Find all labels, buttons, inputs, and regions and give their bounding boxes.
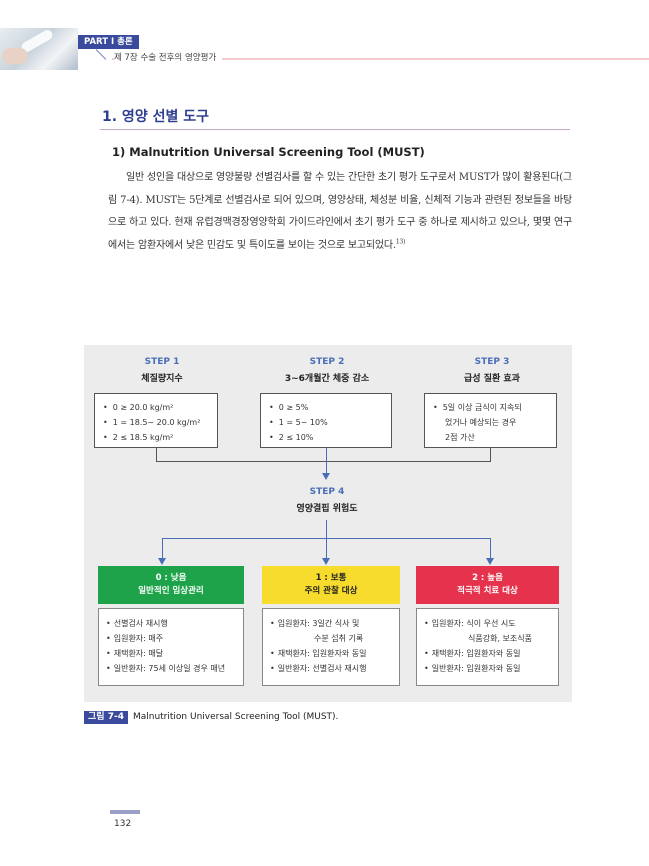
risk-low-item: 선별검사 재시행 bbox=[106, 616, 243, 631]
connector-line bbox=[156, 461, 491, 462]
step2-name: 3~6개월간 체중 감소 bbox=[284, 374, 370, 384]
risk-medium-header: 1 : 보통 주의 관찰 대상 bbox=[262, 566, 400, 604]
risk-high-header: 2 : 높음 적극적 치료 대상 bbox=[416, 566, 559, 604]
caption-text: Malnutrition Universal Screening Tool (M… bbox=[132, 712, 339, 722]
risk-low-score: 0 : 낮음 bbox=[155, 573, 187, 583]
step3-item: 2점 가산 bbox=[445, 433, 475, 442]
step3-item: 5일 이상 금식이 지속되 bbox=[433, 400, 556, 415]
chapter-title: 제 7장 수술 전후의 영양평가 bbox=[114, 52, 223, 64]
step2-header: STEP 2 3~6개월간 체중 감소 bbox=[272, 357, 382, 384]
connector-line bbox=[162, 538, 163, 560]
risk-medium-box: 입원환자: 3일간 식사 및 수분 섭취 기록 재택환자: 입원환자와 동일 일… bbox=[262, 608, 400, 686]
caption-tag: 그림 7-4 bbox=[84, 711, 128, 724]
risk-low-item: 재택환자: 매달 bbox=[106, 646, 243, 661]
step1-box: 0 ≥ 20.0 kg/m² 1 = 18.5~ 20.0 kg/m² 2 ≤ … bbox=[94, 393, 218, 448]
risk-medium-item: 재택환자: 입원환자와 동일 bbox=[270, 646, 399, 661]
arrow-down-icon bbox=[322, 558, 330, 565]
step2-item: 1 = 5~ 10% bbox=[269, 415, 391, 430]
header-photo bbox=[0, 28, 78, 70]
risk-high-name: 적극적 치료 대상 bbox=[457, 586, 518, 596]
body-paragraph: 일반 성인을 대상으로 영양불량 선별검사를 할 수 있는 간단한 초기 평가 … bbox=[108, 167, 572, 257]
connector-line bbox=[490, 538, 491, 560]
arrow-down-icon bbox=[322, 473, 330, 480]
step1-label: STEP 1 bbox=[144, 357, 180, 367]
subsection-title: 1) Malnutrition Universal Screening Tool… bbox=[112, 145, 425, 159]
step2-item: 0 ≥ 5% bbox=[269, 400, 391, 415]
risk-low-header: 0 : 낮음 일반적인 임상관리 bbox=[98, 566, 244, 604]
step1-header: STEP 1 체질량지수 bbox=[112, 357, 212, 384]
reference-mark: 13) bbox=[395, 238, 406, 246]
risk-low-item: 일반환자: 75세 이상일 경우 매년 bbox=[106, 661, 243, 676]
risk-high-box: 입원환자: 식이 우선 시도 식품강화, 보조식품 재택환자: 입원환자와 동일… bbox=[416, 608, 559, 686]
step2-box: 0 ≥ 5% 1 = 5~ 10% 2 ≤ 10% bbox=[260, 393, 392, 448]
step1-item: 0 ≥ 20.0 kg/m² bbox=[103, 400, 217, 415]
connector-line bbox=[156, 448, 157, 462]
figure-caption: 그림 7-4 Malnutrition Universal Screening T… bbox=[84, 711, 338, 724]
risk-low-box: 선별검사 재시행 입원환자: 매주 재택환자: 매달 일반환자: 75세 이상일… bbox=[98, 608, 244, 686]
section-title: 1. 영양 선별 도구 bbox=[102, 109, 209, 125]
step4-label: STEP 4 bbox=[309, 487, 345, 497]
connector-line bbox=[326, 448, 327, 474]
risk-high-item: 입원환자: 식이 우선 시도 bbox=[424, 616, 558, 631]
hand-image bbox=[2, 48, 28, 64]
section-rule bbox=[100, 129, 570, 130]
step3-header: STEP 3 급성 질환 효과 bbox=[442, 357, 542, 384]
risk-medium-score: 1 : 보통 bbox=[315, 573, 347, 583]
page-number-bar bbox=[110, 810, 140, 814]
step3-item: 었거나 예상되는 경우 bbox=[445, 418, 517, 427]
step2-item: 2 ≤ 10% bbox=[269, 430, 391, 445]
must-figure: STEP 1 체질량지수 0 ≥ 20.0 kg/m² 1 = 18.5~ 20… bbox=[84, 345, 572, 702]
risk-high-score: 2 : 높음 bbox=[472, 573, 503, 583]
step3-name: 급성 질환 효과 bbox=[464, 374, 520, 384]
part-badge: PART Ⅰ 총론 bbox=[78, 35, 139, 49]
risk-high-item: 일반환자: 입원환자와 동일 bbox=[424, 661, 558, 676]
page-number: 132 bbox=[114, 819, 132, 829]
header-slash bbox=[95, 49, 107, 60]
risk-medium-item: 입원환자: 3일간 식사 및 bbox=[270, 616, 399, 631]
step3-label: STEP 3 bbox=[474, 357, 510, 367]
connector-line bbox=[162, 538, 491, 539]
risk-low-item: 입원환자: 매주 bbox=[106, 631, 243, 646]
risk-medium-item: 수분 섭취 기록 bbox=[314, 634, 364, 643]
step4-name: 영양결핍 위험도 bbox=[296, 504, 358, 514]
risk-medium-item: 일반환자: 선별검사 재시행 bbox=[270, 661, 399, 676]
connector-line bbox=[326, 520, 327, 560]
risk-medium-name: 주의 관찰 대상 bbox=[304, 586, 358, 596]
step3-box: 5일 이상 금식이 지속되 었거나 예상되는 경우 2점 가산 bbox=[424, 393, 557, 448]
connector-line bbox=[490, 448, 491, 462]
arrow-down-icon bbox=[486, 558, 494, 565]
step2-label: STEP 2 bbox=[309, 357, 345, 367]
risk-low-name: 일반적인 임상관리 bbox=[138, 586, 204, 596]
step4-header: STEP 4 영양결핍 위험도 bbox=[276, 487, 378, 514]
risk-high-item: 식품강화, 보조식품 bbox=[468, 634, 532, 643]
paragraph-text: 일반 성인을 대상으로 영양불량 선별검사를 할 수 있는 간단한 초기 평가 … bbox=[108, 172, 572, 251]
step1-name: 체질량지수 bbox=[141, 374, 183, 384]
risk-high-item: 재택환자: 입원환자와 동일 bbox=[424, 646, 558, 661]
step1-item: 1 = 18.5~ 20.0 kg/m² bbox=[103, 415, 217, 430]
header-rule bbox=[112, 58, 649, 60]
step1-item: 2 ≤ 18.5 kg/m² bbox=[103, 430, 217, 445]
arrow-down-icon bbox=[158, 558, 166, 565]
